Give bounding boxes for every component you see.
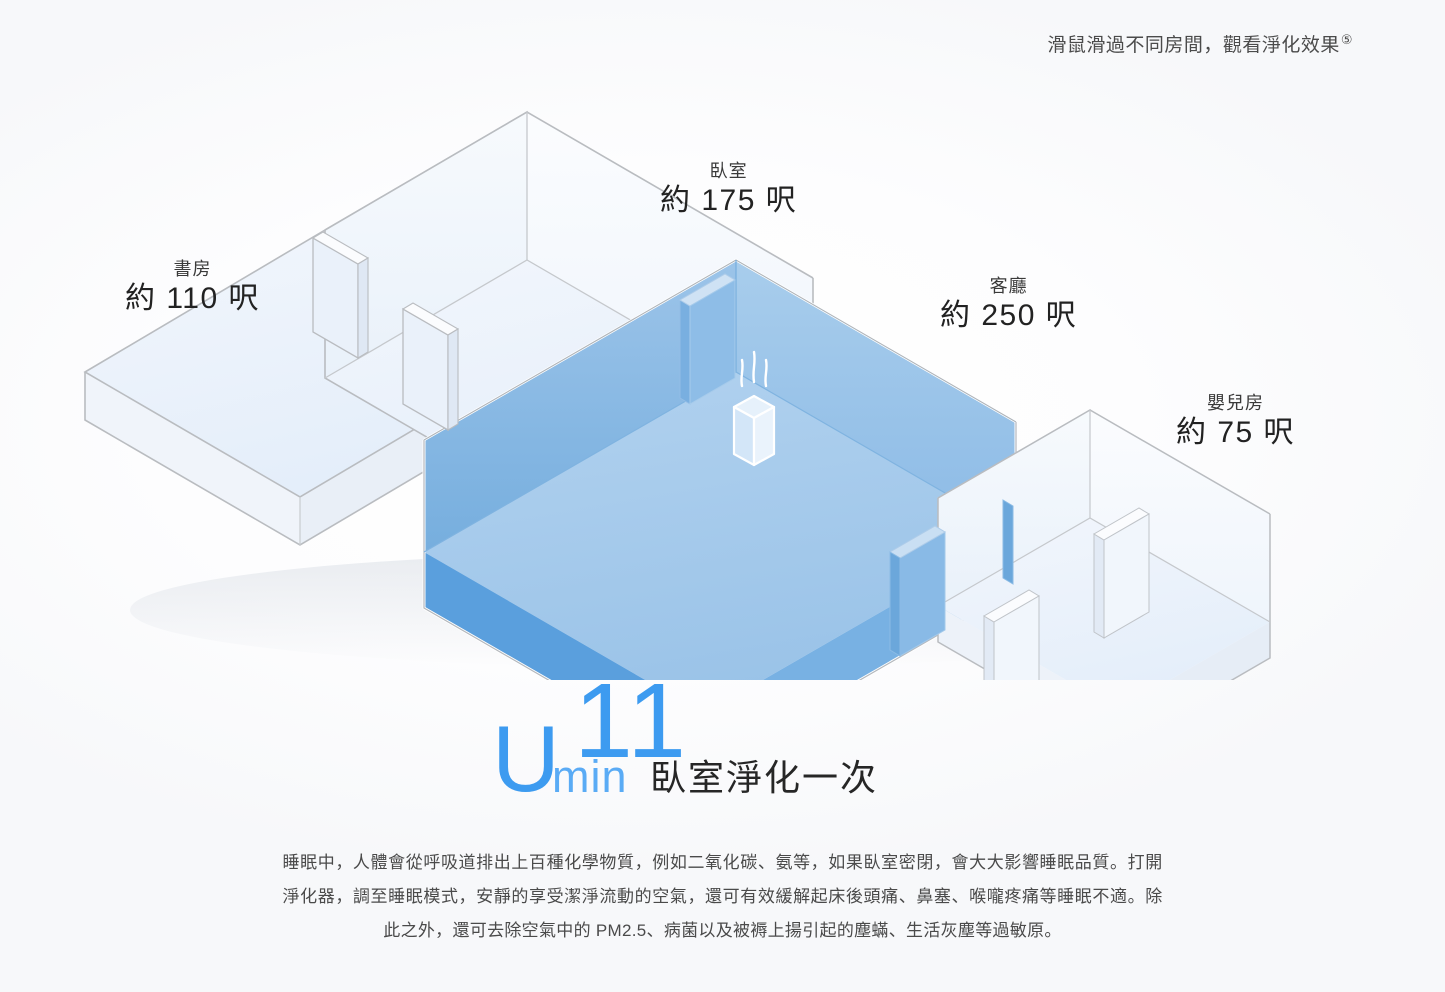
baby-wall-left-inner — [938, 410, 1090, 606]
purification-metric: U 11 min 臥室淨化一次 — [0, 668, 1445, 812]
room-area-bedroom: 約 175 呎 — [660, 183, 798, 217]
floor-plan — [0, 110, 1445, 680]
study-side-left — [85, 372, 300, 545]
living-floor-edge — [423, 371, 1017, 553]
purifier-left-face — [732, 405, 756, 467]
room-area-study: 約 110 呎 — [125, 281, 260, 315]
room-label-baby[interactable]: 嬰兒房 約 75 呎 — [1176, 392, 1295, 451]
airflow-line-left — [740, 358, 744, 388]
room-name-baby: 嬰兒房 — [1207, 393, 1265, 413]
baby-slab-right — [1169, 622, 1270, 680]
room-area-baby: 約 75 呎 — [1176, 415, 1296, 449]
partition-baby-left — [1093, 507, 1150, 639]
partition-living-right — [889, 525, 946, 657]
room-name-study: 書房 — [173, 259, 212, 279]
metric-caption: 臥室淨化一次 — [650, 757, 879, 798]
description-block: 睡眠中，人體會從呼吸道排出上百種化學物質，例如二氧化碳、氨等，如果臥室密閉，會大… — [283, 846, 1163, 948]
partition-bedroom-hall — [401, 302, 460, 432]
partition-living-left — [679, 273, 736, 405]
metric-unit: min — [552, 751, 628, 802]
living-wall-left-inner — [424, 260, 736, 552]
room-name-bedroom: 臥室 — [709, 161, 748, 181]
air-purifier-icon[interactable] — [732, 350, 776, 467]
airflow-line-center — [752, 350, 756, 384]
baby-floor-edge — [937, 517, 1271, 623]
metric-prefix: U — [492, 706, 560, 811]
room-label-living[interactable]: 客廳 約 250 呎 — [940, 275, 1077, 334]
footnote-marker: ⑤ — [1340, 31, 1353, 47]
airflow-line-right — [764, 358, 768, 388]
bedroom-wall-left-inner — [325, 112, 527, 378]
purifier-right-face — [752, 405, 776, 467]
interaction-hint-text: 滑鼠滑過不同房間，觀看淨化效果 — [1047, 35, 1340, 56]
metric-value: 11 — [574, 662, 689, 780]
partition-baby-outer — [983, 589, 1040, 680]
living-wall-right-inner — [736, 260, 1016, 534]
interaction-hint: 滑鼠滑過不同房間，觀看淨化效果⑤ — [1047, 30, 1353, 57]
room-label-study[interactable]: 書房 約 110 呎 — [125, 258, 260, 317]
room-label-bedroom[interactable]: 臥室 約 175 呎 — [660, 160, 797, 219]
floor-plan-svg — [83, 110, 1271, 680]
room-name-living: 客廳 — [989, 276, 1028, 296]
partition-living-far-right — [1002, 499, 1014, 585]
description-text: 睡眠中，人體會從呼吸道排出上百種化學物質，例如二氧化碳、氨等，如果臥室密閉，會大… — [282, 853, 1163, 940]
room-area-living: 約 250 呎 — [940, 298, 1078, 332]
partition-study-bedroom — [311, 231, 370, 360]
living-slab-left — [424, 552, 646, 680]
baby-wall-right-inner — [1090, 410, 1270, 622]
